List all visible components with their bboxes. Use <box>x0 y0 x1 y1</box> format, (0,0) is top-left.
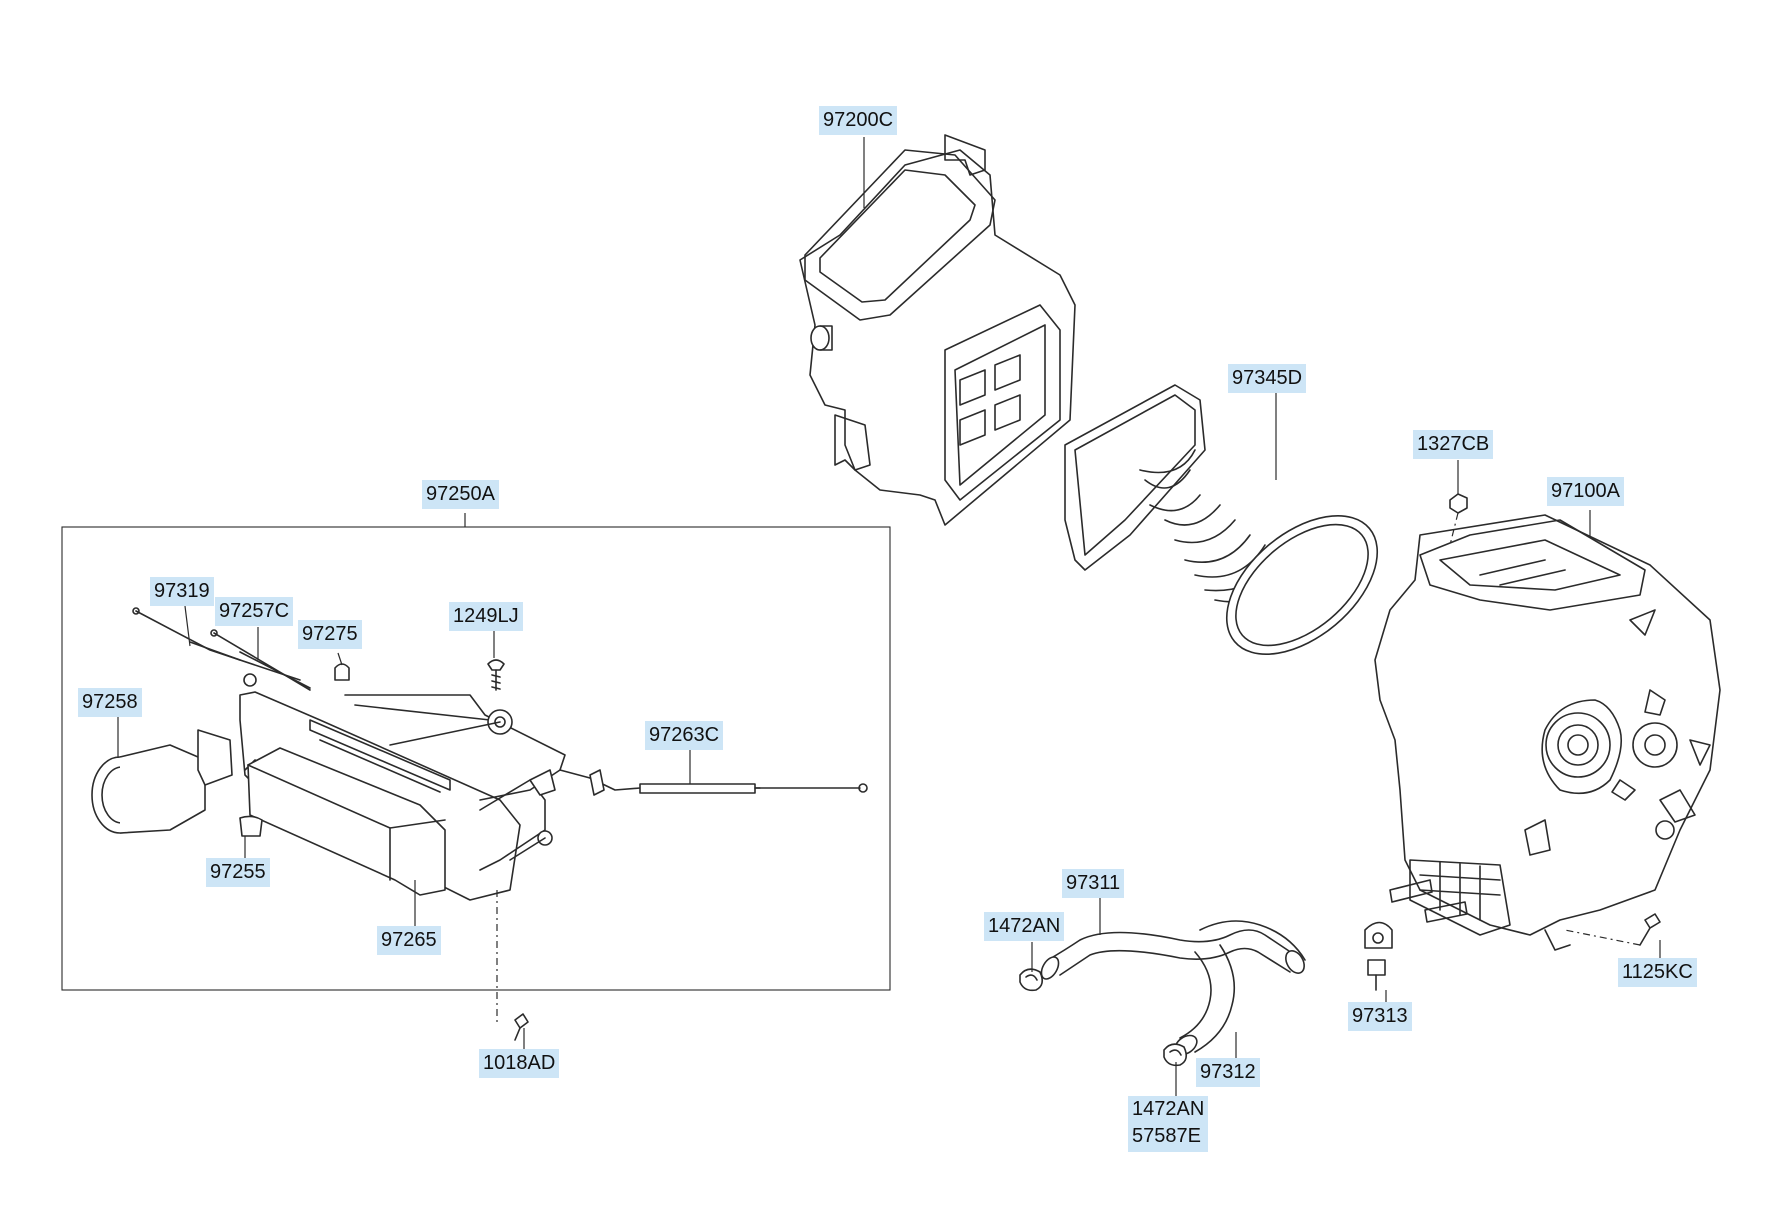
callout-97345d[interactable]: 97345D <box>1228 364 1307 393</box>
callout-97275[interactable]: 97275 <box>298 620 362 649</box>
callout-97263c[interactable]: 97263C <box>645 721 724 750</box>
callout-97312[interactable]: 97312 <box>1196 1058 1260 1087</box>
bolt-1125kc-part <box>1564 913 1661 946</box>
callout-97258[interactable]: 97258 <box>78 688 142 717</box>
hose-clamp-part <box>1019 968 1188 1067</box>
leader-97319 <box>184 605 191 647</box>
intake-duct-part <box>799 134 1076 526</box>
callout-97265[interactable]: 97265 <box>377 926 441 955</box>
callout-1018ad[interactable]: 1018AD <box>479 1049 560 1078</box>
callout-57587e-line: 57587E <box>1132 1125 1201 1147</box>
callout-97250a[interactable]: 97250A <box>422 480 499 509</box>
callout-1472an-57587e[interactable]: 1472AN 57587E <box>1128 1096 1209 1152</box>
control-assembly-part <box>91 607 868 1041</box>
callout-1472an[interactable]: 1472AN <box>984 912 1065 941</box>
assembly-box-97250a <box>61 513 891 991</box>
callout-97100a[interactable]: 97100A <box>1547 477 1624 506</box>
bellows-duct-part <box>1064 384 1379 655</box>
callout-97255[interactable]: 97255 <box>206 858 270 887</box>
callout-97313[interactable]: 97313 <box>1348 1002 1412 1031</box>
leader-97275 <box>337 652 343 666</box>
callout-97319[interactable]: 97319 <box>150 577 214 606</box>
callout-1472an-line: 1472AN <box>1132 1098 1205 1120</box>
callout-97311[interactable]: 97311 <box>1062 869 1125 898</box>
heater-hose-part <box>1040 920 1306 1056</box>
heater-unit-part <box>1374 514 1721 951</box>
callout-1125kc[interactable]: 1125KC <box>1618 958 1697 987</box>
callout-97200c[interactable]: 97200C <box>819 106 898 135</box>
callout-1327cb[interactable]: 1327CB <box>1413 430 1494 459</box>
clip-97313-part <box>1364 921 1393 991</box>
callout-1249lj[interactable]: 1249LJ <box>449 602 523 631</box>
callout-97257c[interactable]: 97257C <box>215 597 294 626</box>
